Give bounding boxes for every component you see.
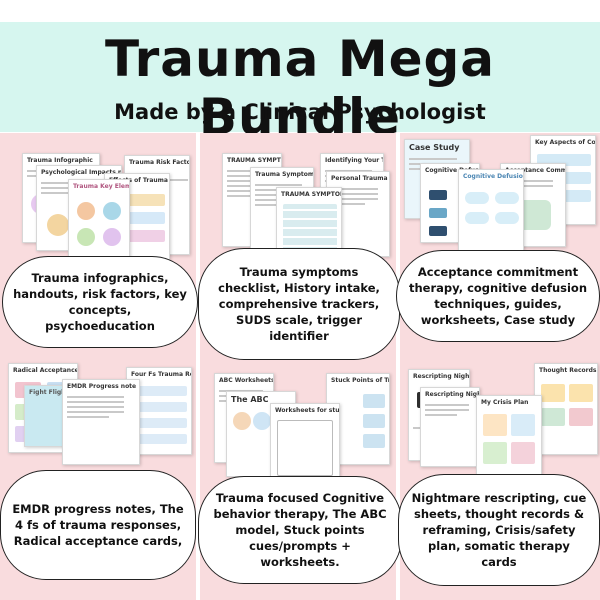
thumb-title: Fight Flight — [29, 389, 69, 396]
thumb-title: ABC Worksheets for Trauma — [219, 377, 273, 384]
thumb-crisis-plan: My Crisis Plan — [476, 395, 542, 475]
thumb-title: My Crisis Plan — [481, 399, 529, 406]
thumb-title: Radical Acceptance Cards — [13, 367, 77, 374]
thumb-title: Trauma Symptoms Checklist — [255, 171, 313, 178]
thumb-title: Rescripting Nightmares Activity — [413, 373, 469, 380]
page-subtitle: Made by a Clinical Psychologist — [114, 100, 486, 124]
thumb-emdr-note: EMDR Progress note — [62, 379, 140, 465]
caption-emdr: EMDR progress notes, The 4 fs of trauma … — [0, 470, 196, 580]
thumb-title: Worksheets for stuck points — [275, 407, 339, 414]
thumb-rescripting-nightmares: Rescripting Nightmares — [420, 387, 480, 467]
thumb-title: Trauma Risk Factors — [129, 159, 189, 166]
thumb-title: The ABC — [231, 395, 269, 404]
thumb-stuck-worksheets: Worksheets for stuck points — [270, 403, 340, 485]
thumb-title: Acceptance Commitment Therapy — [505, 167, 565, 174]
thumb-thought-records: Thought Records and Reframing — [534, 363, 598, 455]
thumb-title: Identifying Your Triggers — [325, 157, 383, 164]
thumb-title: Personal Trauma History — [331, 175, 389, 182]
thumb-title: Thought Records and Reframing — [539, 367, 597, 374]
thumb-title: Cognitive Defusion Visualisation — [463, 173, 523, 180]
thumb-title: TRAUMA SYMPTOMS CHECKLIST — [227, 157, 281, 164]
thumb-title: Case Study — [409, 143, 460, 152]
thumb-title: Cognitive Defusion Visualization Guide — [425, 167, 479, 174]
panel-act: Case Study Key Aspects of Cognitive Defu… — [400, 133, 600, 363]
thumb-title: Trauma Infographic — [27, 157, 93, 164]
thumb-title: TRAUMA SYMPTOMS TRACKER — [281, 191, 341, 198]
thumb-title: Psychological Impacts part 1 — [41, 169, 121, 176]
caption-symptoms: Trauma symptoms checklist, History intak… — [198, 248, 400, 360]
thumb-defusion-visualisation: Cognitive Defusion Visualisation — [458, 169, 524, 259]
thumb-title: EMDR Progress note — [67, 383, 137, 390]
caption-cbt: Trauma focused Cognitive behavior therap… — [198, 476, 402, 584]
caption-infographics: Trauma infographics, handouts, risk fact… — [2, 256, 198, 348]
panel-infographics: Trauma Infographic Psychological Impacts… — [0, 133, 196, 363]
thumb-title: Four Fs Trauma Responses — [131, 371, 191, 378]
thumb-title: Trauma Key Elements — [73, 183, 129, 190]
thumb-key-elements: Trauma Key Elements — [68, 179, 130, 263]
thumb-title: Key Aspects of Cognitive Defusion — [535, 139, 595, 146]
caption-nightmare: Nightmare rescripting, cue sheets, thoug… — [398, 474, 600, 586]
header-band — [0, 22, 600, 132]
page-title: Trauma Mega Bundle — [104, 30, 496, 146]
caption-act: Acceptance commitment therapy, cognitive… — [396, 250, 600, 342]
thumb-title: Effects of Trauma — [109, 177, 168, 184]
thumb-title: Rescripting Nightmares — [425, 391, 479, 398]
thumb-title: Stuck Points of Trauma — [331, 377, 389, 384]
